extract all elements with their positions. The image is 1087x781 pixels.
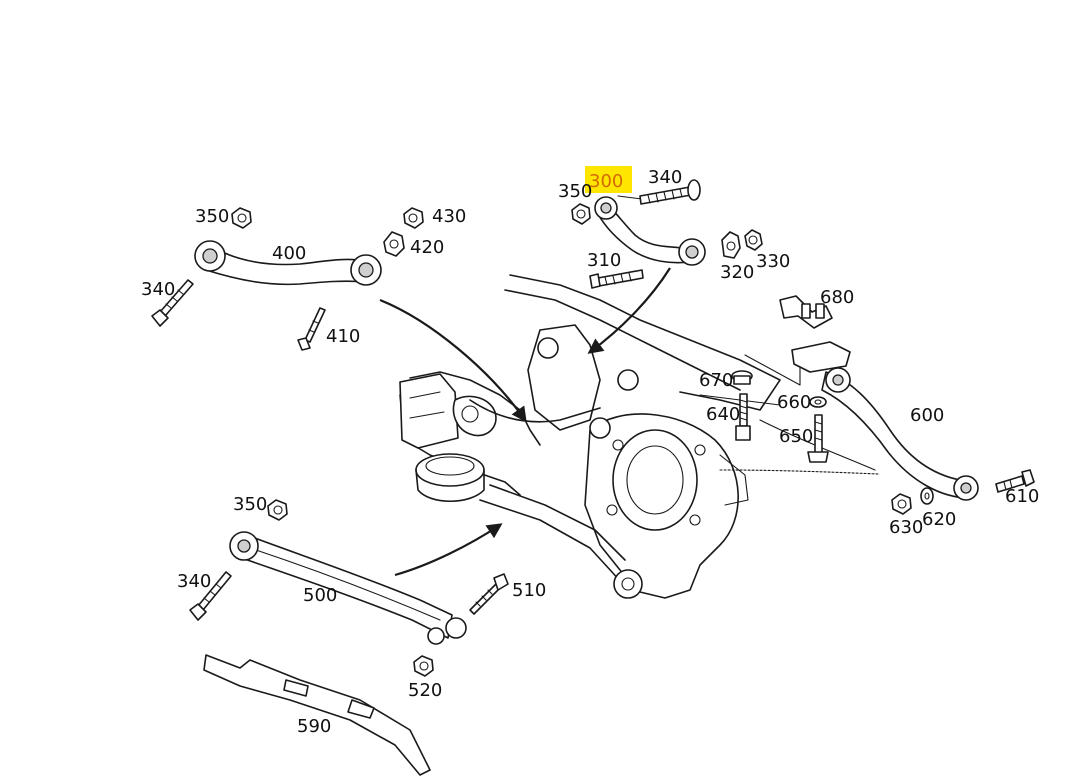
callout-350-bottom[interactable]: 350 [233, 494, 267, 515]
part-590-guard [203, 654, 431, 776]
part-400-arm [194, 240, 382, 286]
part-610-bolt [995, 469, 1035, 493]
part-320-eccentric-washer [721, 231, 741, 259]
part-340-bolt-left [151, 279, 194, 327]
callout-660[interactable]: 660 [777, 392, 811, 413]
callout-650[interactable]: 650 [779, 426, 813, 447]
part-620-washer [920, 487, 934, 505]
callout-610[interactable]: 610 [1005, 486, 1039, 507]
part-330-nut [744, 229, 763, 251]
part-410-bolt [297, 307, 326, 351]
callout-350-top[interactable]: 350 [558, 181, 592, 202]
part-640-bolt [735, 393, 751, 441]
callout-680[interactable]: 680 [820, 287, 854, 308]
part-510-bolt [469, 573, 509, 615]
callout-400[interactable]: 400 [272, 243, 306, 264]
part-340-bolt-top [639, 179, 701, 205]
callout-500[interactable]: 500 [303, 585, 337, 606]
callout-310[interactable]: 310 [587, 250, 621, 271]
callout-330[interactable]: 330 [756, 251, 790, 272]
rear-axle-subframe-assembly [399, 274, 879, 599]
part-500-arm [229, 531, 467, 645]
part-350-nut-left [231, 207, 252, 229]
part-310-bolt [589, 269, 644, 289]
arrow-300-to-knuckle [587, 267, 671, 354]
callout-590[interactable]: 590 [297, 716, 331, 737]
part-430-nut [403, 207, 424, 229]
callout-320[interactable]: 320 [720, 262, 754, 283]
part-300-upper-arm [594, 189, 706, 266]
part-350-nut-top [571, 203, 591, 225]
part-650-bolt [807, 414, 829, 463]
callout-340-left[interactable]: 340 [141, 279, 175, 300]
callout-630[interactable]: 630 [889, 517, 923, 538]
part-520-nut [413, 655, 434, 677]
callout-510[interactable]: 510 [512, 580, 546, 601]
callout-430[interactable]: 430 [432, 206, 466, 227]
callout-600[interactable]: 600 [910, 405, 944, 426]
part-660-washer [809, 396, 827, 408]
callout-350-left[interactable]: 350 [195, 206, 229, 227]
callout-340-top[interactable]: 340 [648, 167, 682, 188]
part-340-bolt-bottom [189, 571, 232, 621]
callout-410[interactable]: 410 [326, 326, 360, 347]
callout-620[interactable]: 620 [922, 509, 956, 530]
part-350-nut-bottom [267, 499, 288, 521]
callout-300[interactable]: 300 [589, 171, 623, 192]
part-680-bracket [779, 295, 833, 329]
callout-340-bottom[interactable]: 340 [177, 571, 211, 592]
arrow-500-to-knuckle [394, 523, 503, 577]
highlight-300 [585, 166, 632, 193]
callout-670[interactable]: 670 [699, 370, 733, 391]
part-600-arm [791, 341, 979, 501]
callout-520[interactable]: 520 [408, 680, 442, 701]
part-630-nut [891, 493, 912, 515]
part-420-washer [383, 231, 405, 257]
callout-420[interactable]: 420 [410, 237, 444, 258]
arrow-400-to-knuckle [379, 298, 527, 423]
part-670-bushing [731, 370, 753, 385]
callout-640[interactable]: 640 [706, 404, 740, 425]
